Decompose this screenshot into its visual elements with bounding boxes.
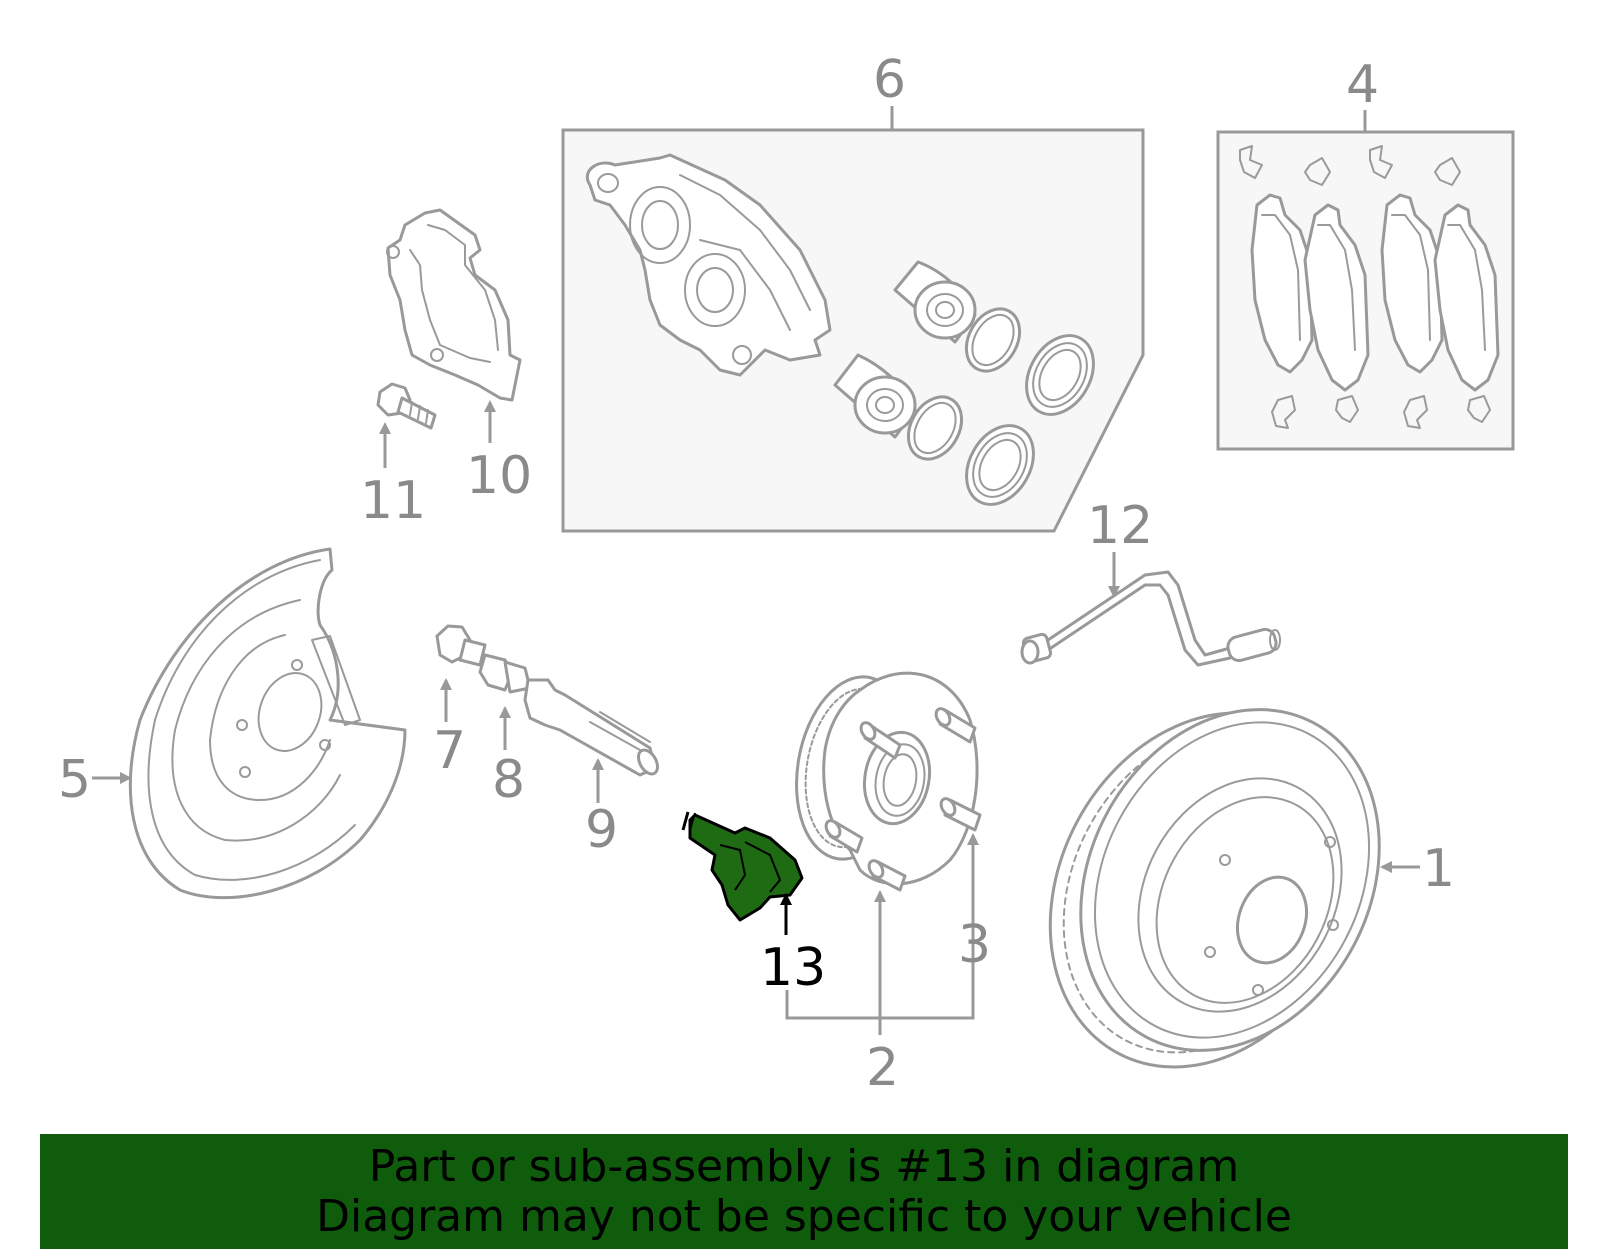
notice-banner: Part or sub-assembly is #13 in diagram D… <box>40 1134 1568 1249</box>
callout-3: 3 <box>958 915 991 975</box>
callout-6: 6 <box>873 50 906 110</box>
part-3-wheel-studs[interactable] <box>823 706 982 892</box>
part-8-shaft-seal[interactable] <box>478 653 532 694</box>
callout-4: 4 <box>1346 55 1379 115</box>
callout-7: 7 <box>433 721 466 781</box>
part-11-bracket-bolt[interactable] <box>376 382 437 430</box>
callout-8: 8 <box>492 750 525 810</box>
part-13-abs-sensor[interactable] <box>681 811 804 922</box>
part-12-wear-sensor[interactable] <box>1020 570 1281 667</box>
part-2-hub-assembly[interactable] <box>783 668 979 886</box>
callout-12: 12 <box>1087 496 1153 556</box>
part-1-brake-rotor[interactable] <box>990 657 1437 1121</box>
part-7-shaft-bolt[interactable] <box>435 624 487 667</box>
callout-13: 13 <box>760 938 826 998</box>
part-5-splash-shield[interactable] <box>128 547 407 900</box>
callout-11: 11 <box>360 471 426 531</box>
banner-line-1: Part or sub-assembly is #13 in diagram <box>368 1141 1240 1192</box>
part-9-shaft[interactable] <box>523 678 661 777</box>
callout-2: 2 <box>866 1038 899 1098</box>
part-4-brake-pad-kit[interactable] <box>1216 130 1515 451</box>
banner-line-2: Diagram may not be specific to your vehi… <box>316 1191 1292 1242</box>
part-6-caliper-assembly[interactable] <box>561 128 1145 533</box>
callout-5: 5 <box>58 750 91 810</box>
callout-10: 10 <box>466 446 532 506</box>
callout-9: 9 <box>585 800 618 860</box>
part-10-caliper-bracket[interactable] <box>386 208 522 402</box>
callout-1: 1 <box>1422 839 1455 899</box>
